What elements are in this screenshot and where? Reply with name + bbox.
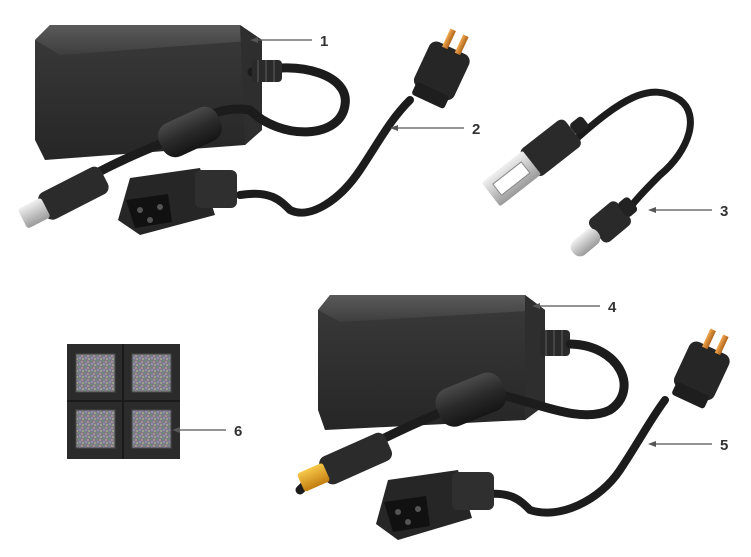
callout-number-4: 4 (608, 299, 617, 316)
callout-2: 2 (390, 121, 480, 138)
callout-5: 5 (648, 437, 728, 454)
callout-1: 1 (250, 33, 328, 50)
callout-number-2: 2 (472, 121, 480, 138)
sticker-sheet-icon (67, 344, 180, 459)
callout-number-6: 6 (234, 423, 242, 440)
callout-4: 4 (532, 299, 617, 316)
callout-number-5: 5 (720, 437, 728, 454)
callout-number-1: 1 (320, 33, 328, 50)
callout-number-3: 3 (720, 203, 728, 220)
usb-cable-icon (482, 88, 694, 257)
ac-power-cord-icon (376, 328, 730, 540)
power-adapter-icon (18, 25, 350, 228)
power-adapter-icon (295, 295, 629, 495)
callout-6: 6 (172, 423, 242, 440)
ac-power-cord-icon (118, 28, 470, 235)
callout-3: 3 (648, 203, 728, 220)
